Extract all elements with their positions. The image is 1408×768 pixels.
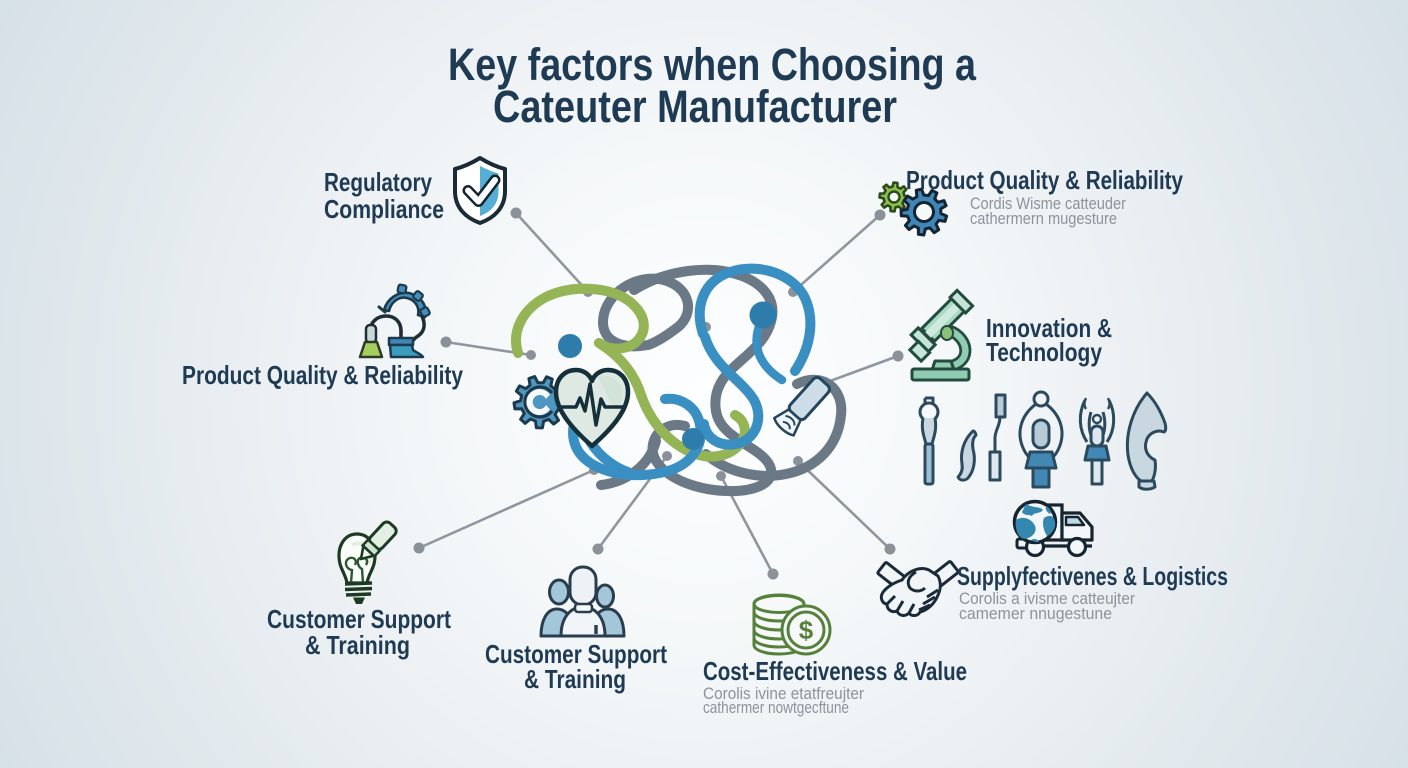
svg-text:Regulatory: Regulatory (324, 167, 432, 197)
svg-text:Innovation &: Innovation & (986, 313, 1112, 343)
svg-text:camemer nnugestune: camemer nnugestune (959, 604, 1112, 623)
svg-text:$: $ (799, 615, 814, 645)
svg-text:Corolis a ivisme catteujter: Corolis a ivisme catteujter (959, 589, 1135, 608)
svg-text:Compliance: Compliance (324, 194, 444, 224)
svg-text:Corolis ivine etatfreujter: Corolis ivine etatfreujter (703, 684, 864, 703)
svg-text:Cateuter Manufacturer: Cateuter Manufacturer (493, 81, 897, 132)
svg-text:Supplyfectivenes & Logistics: Supplyfectivenes & Logistics (957, 561, 1228, 591)
svg-text:Key factors when Choosing a: Key factors when Choosing a (448, 39, 977, 90)
svg-text:Customer Support: Customer Support (267, 604, 451, 634)
svg-text:Cordis Wisme catteuder: Cordis Wisme catteuder (970, 194, 1126, 213)
svg-text:Cost-Effectiveness & Value: Cost-Effectiveness & Value (703, 656, 967, 686)
svg-text:Product Quality & Reliability: Product Quality & Reliability (182, 360, 463, 390)
svg-text:cathermern mugesture: cathermern mugesture (970, 209, 1117, 228)
svg-text:cathermer nowtgecftune: cathermer nowtgecftune (703, 698, 849, 717)
svg-text:& Training: & Training (524, 664, 626, 694)
svg-text:Customer Support: Customer Support (485, 639, 667, 669)
svg-text:Technology: Technology (986, 337, 1102, 367)
svg-text:& Training: & Training (305, 630, 410, 660)
svg-text:Product Quality & Reliability: Product Quality & Reliability (906, 165, 1183, 195)
